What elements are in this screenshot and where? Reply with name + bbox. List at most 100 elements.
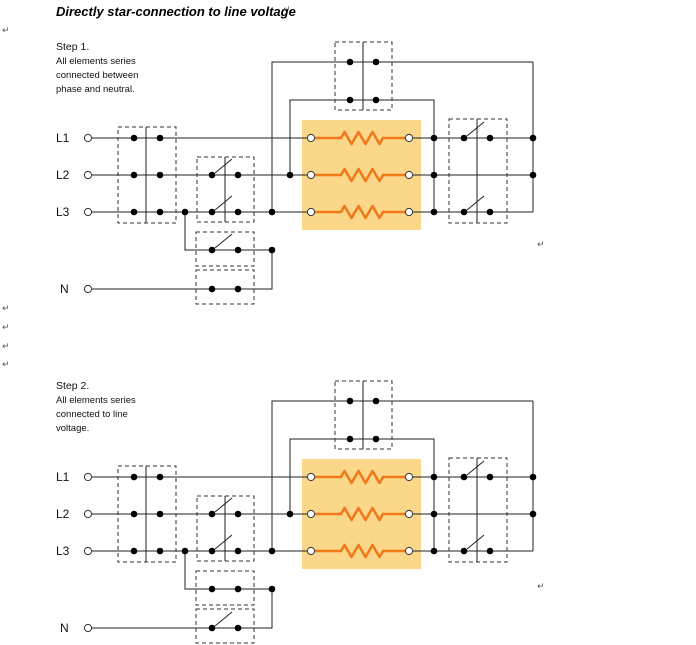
terminal xyxy=(83,623,93,633)
neutral-label: N xyxy=(60,621,69,635)
junction-dot xyxy=(130,171,138,179)
junction-dot xyxy=(208,208,216,216)
step-text-line: voltage. xyxy=(56,423,89,434)
phase-label-l1: L1 xyxy=(56,470,70,484)
terminal xyxy=(306,207,316,217)
junction-dot xyxy=(208,547,216,555)
contactor-main xyxy=(117,126,177,224)
junction-dot xyxy=(156,473,164,481)
step-text-line: Step 1. xyxy=(56,41,89,53)
junction-dot xyxy=(268,208,276,216)
paragraph-mark: ↵ xyxy=(2,323,10,333)
switch-contact xyxy=(214,534,233,550)
junction-dot xyxy=(208,285,216,293)
junction-dot xyxy=(156,171,164,179)
junction-dot xyxy=(234,585,242,593)
junction-dot xyxy=(346,96,354,104)
contactor-bottom-1 xyxy=(195,231,255,267)
terminal xyxy=(83,509,93,519)
junction-dot xyxy=(130,473,138,481)
junction-dot xyxy=(181,208,189,216)
junction-dot xyxy=(529,134,537,142)
diagram-title: Directly star-connection to line voltage xyxy=(56,4,296,19)
wire xyxy=(184,212,272,251)
junction-dot xyxy=(460,547,468,555)
junction-dot xyxy=(208,510,216,518)
step-text-line: Step 2. xyxy=(56,380,89,392)
junction-dot xyxy=(372,58,380,66)
junction-dot xyxy=(430,134,438,142)
junction-dot xyxy=(268,585,276,593)
terminal xyxy=(83,133,93,143)
junction-dot xyxy=(430,171,438,179)
junction-dot xyxy=(208,585,216,593)
step-text-line: connected to line xyxy=(56,409,128,420)
terminal xyxy=(404,133,414,143)
phase-label-l2: L2 xyxy=(56,168,70,182)
wire xyxy=(289,99,435,212)
junction-dot xyxy=(460,473,468,481)
junction-dot xyxy=(234,171,242,179)
terminal xyxy=(83,472,93,482)
wire xyxy=(289,438,435,551)
switch-contact xyxy=(466,534,485,550)
resistor-element xyxy=(339,167,385,183)
wire xyxy=(271,400,533,551)
resistor-element xyxy=(339,204,385,220)
junction-dot xyxy=(181,547,189,555)
junction-dot xyxy=(372,397,380,405)
neutral-label: N xyxy=(60,282,69,296)
terminal xyxy=(306,133,316,143)
junction-dot xyxy=(486,134,494,142)
switch-contact xyxy=(466,195,485,211)
junction-dot xyxy=(430,547,438,555)
terminal xyxy=(83,284,93,294)
junction-dot xyxy=(346,397,354,405)
diagram-step-1: Step 1. All elements series connected betw… xyxy=(56,41,537,305)
junction-dot xyxy=(430,208,438,216)
junction-dot xyxy=(268,547,276,555)
junction-dot xyxy=(286,510,294,518)
wire xyxy=(184,551,272,590)
wire xyxy=(271,61,533,212)
junction-dot xyxy=(486,547,494,555)
junction-dot xyxy=(208,171,216,179)
junction-dot xyxy=(234,285,242,293)
step-text-line: connected between xyxy=(56,70,138,81)
junction-dot xyxy=(529,510,537,518)
switch-contact xyxy=(214,497,233,513)
switch-contact xyxy=(214,233,233,249)
phase-label-l3: L3 xyxy=(56,205,70,219)
junction-dot xyxy=(234,510,242,518)
junction-dot xyxy=(372,96,380,104)
junction-dot xyxy=(130,134,138,142)
switch-contact xyxy=(214,158,233,174)
contactor-right xyxy=(448,457,508,563)
junction-dot xyxy=(156,547,164,555)
contactor-bottom-2 xyxy=(195,269,255,305)
paragraph-mark: ↵ xyxy=(2,342,10,352)
step-text-line: All elements series xyxy=(56,56,136,67)
switch-contact xyxy=(214,195,233,211)
contactor-bottom-2 xyxy=(195,608,255,644)
junction-dot xyxy=(156,134,164,142)
terminal xyxy=(404,546,414,556)
terminal xyxy=(83,207,93,217)
terminal xyxy=(83,546,93,556)
terminal xyxy=(404,472,414,482)
diagram-step-2: Step 2. All elements series connected to l… xyxy=(56,380,537,644)
contactor-main xyxy=(117,465,177,563)
junction-dot xyxy=(486,473,494,481)
junction-dot xyxy=(460,134,468,142)
junction-dot xyxy=(286,171,294,179)
resistor-element xyxy=(339,543,385,559)
step-text-line: All elements series xyxy=(56,395,136,406)
terminal xyxy=(306,546,316,556)
paragraph-mark: ↵ xyxy=(537,240,545,250)
switch-contact xyxy=(466,460,485,476)
step-text-line: phase and neutral. xyxy=(56,84,135,95)
junction-dot xyxy=(430,510,438,518)
resistor-element xyxy=(339,130,385,146)
junction-dot xyxy=(372,435,380,443)
terminal xyxy=(404,207,414,217)
